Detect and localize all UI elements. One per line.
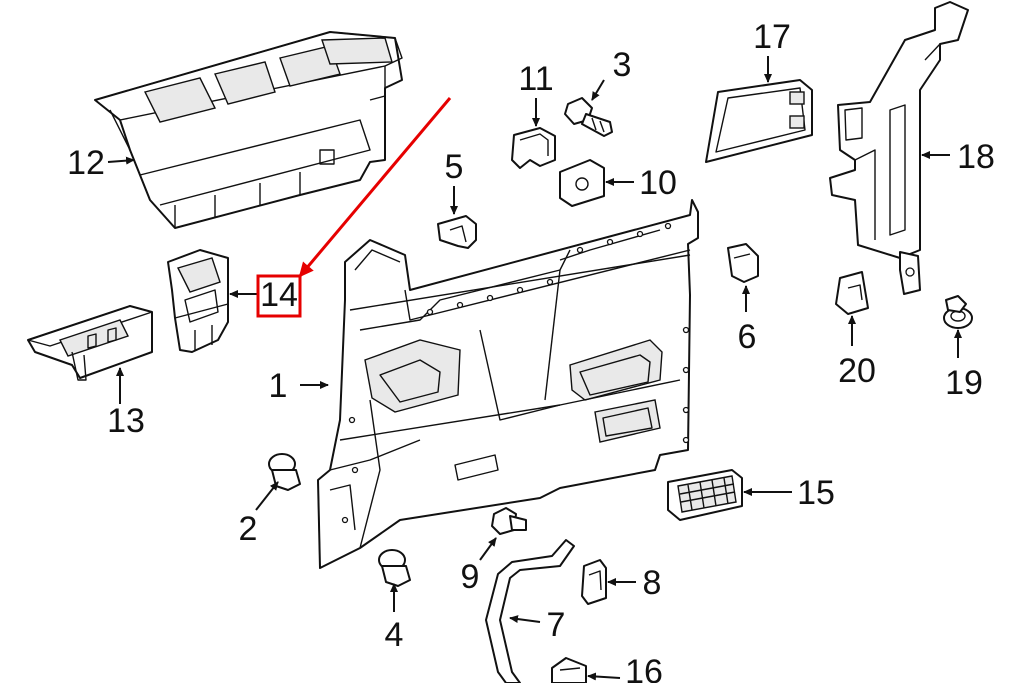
callout-2: 2: [239, 510, 258, 548]
part-9-bolt[interactable]: [491, 507, 527, 535]
part-4-push-pin[interactable]: [378, 549, 411, 587]
part-7-rod[interactable]: [485, 539, 575, 683]
part-8-clip[interactable]: [581, 559, 607, 605]
part-6-clip[interactable]: [727, 243, 759, 283]
callout-4: 4: [385, 616, 404, 654]
part-12-console-tray[interactable]: [94, 31, 403, 229]
part-5-retainer[interactable]: [437, 215, 477, 249]
callout-13: 13: [107, 402, 145, 440]
callout-3: 3: [613, 46, 632, 84]
callout-5: 5: [445, 148, 464, 186]
part-3-bolt[interactable]: [564, 97, 613, 137]
highlight-arrow: [298, 97, 452, 278]
highlight-annotation: [256, 97, 452, 318]
callout-9: 9: [461, 558, 480, 596]
callout-12: 12: [67, 144, 105, 182]
part-1-quarter-trim-panel[interactable]: [317, 199, 699, 569]
part-2-push-pin[interactable]: [268, 453, 301, 491]
callout-labels: 1 2 3 4 5 6 7 8 9 10 11 12 13 14 15 16 1…: [67, 18, 995, 683]
callout-8: 8: [643, 564, 662, 602]
leader-2: [255, 481, 279, 511]
highlight-box: [256, 274, 302, 318]
callout-15: 15: [797, 474, 835, 512]
callout-11: 11: [518, 60, 553, 98]
callout-16: 16: [625, 653, 663, 683]
part-13-switch-bezel[interactable]: [27, 305, 153, 381]
callout-1: 1: [269, 367, 288, 405]
leader-16: [587, 672, 621, 681]
leader-lines: [107, 56, 962, 681]
part-15-vent-grille[interactable]: [667, 469, 743, 521]
part-18-bracket[interactable]: [829, 1, 969, 295]
part-16-bracket[interactable]: [551, 657, 587, 683]
leader-3: [591, 79, 605, 101]
part-14-latch-handle[interactable]: [167, 249, 229, 353]
part-17-cover-plate[interactable]: [705, 79, 813, 163]
leader-9: [479, 537, 497, 561]
part-10-clip-plate[interactable]: [559, 159, 605, 207]
callout-17: 17: [753, 18, 791, 56]
callout-10: 10: [639, 164, 677, 202]
callout-14: 14: [260, 276, 298, 314]
leader-12: [107, 156, 135, 165]
callout-20: 20: [838, 352, 876, 390]
callout-7: 7: [547, 606, 566, 644]
callout-18: 18: [957, 138, 995, 176]
part-11-clip[interactable]: [511, 127, 556, 169]
part-20-clip[interactable]: [835, 271, 869, 315]
leader-7: [509, 615, 541, 624]
callout-6: 6: [738, 318, 757, 356]
part-19-push-pin[interactable]: [943, 295, 973, 329]
callout-19: 19: [945, 364, 983, 402]
